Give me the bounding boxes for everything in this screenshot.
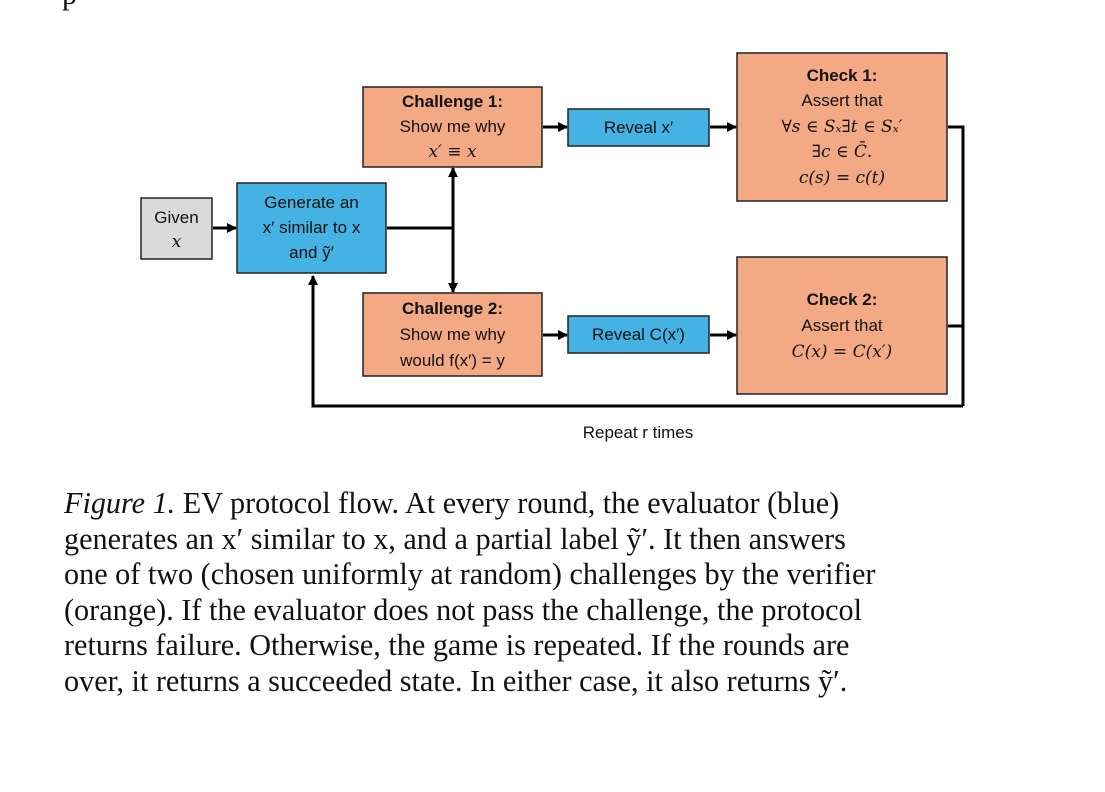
node-check-2: Check 2: Assert that C(x) = C(x′) — [736, 256, 948, 395]
caption-line-1-text: EV protocol flow. At every round, the ev… — [175, 486, 840, 520]
challenge2-line-1: Show me why — [400, 325, 506, 344]
connectors — [213, 122, 965, 408]
given-var: x — [172, 232, 182, 252]
caption-line-1: Figure 1. EV protocol flow. At every rou… — [64, 486, 1044, 522]
check2-line-2: C(x) = C(x′) — [792, 342, 893, 362]
reveal1-label: Reveal x′ — [604, 118, 673, 137]
check1-line-2: ∀s ∈ Sₓ∃t ∈ Sₓ′ — [781, 117, 902, 137]
challenge1-title: Challenge 1: — [402, 92, 503, 111]
check1-line-3: ∃c ∈ C̄. — [812, 140, 873, 162]
caption-line-3: one of two (chosen uniformly at random) … — [64, 557, 876, 592]
check1-line-1: Assert that — [801, 91, 883, 110]
caption-figure-label: Figure 1. — [64, 486, 176, 520]
node-reveal-2: Reveal C(x′) — [567, 315, 710, 354]
generate-line-3: and ỹ′ — [289, 243, 334, 262]
reveal2-label: Reveal C(x′) — [592, 325, 685, 344]
loop-label: Repeat r times — [583, 423, 694, 442]
node-reveal-1: Reveal x′ — [567, 108, 710, 147]
challenge2-line-2: would f(x′) = y — [399, 351, 505, 370]
line-check1-out — [948, 125, 965, 406]
challenge1-line-1: Show me why — [400, 117, 506, 136]
caption-line-6: over, it returns a succeeded state. In e… — [64, 663, 848, 698]
caption-line-2: generates an x′ similar to x, and a part… — [64, 521, 846, 556]
cut-off-text-fragment: p — [62, 0, 77, 12]
given-label: Given — [154, 208, 198, 227]
caption-line-4: (orange). If the evaluator does not pass… — [64, 592, 862, 627]
node-generate: Generate an x′ similar to x and ỹ′ — [236, 182, 387, 274]
generate-line-2: x′ similar to x — [263, 218, 361, 237]
challenge2-title: Challenge 2: — [402, 299, 503, 318]
node-given: Given x — [140, 197, 213, 260]
caption-line-5: returns failure. Otherwise, the game is … — [64, 628, 850, 663]
check2-title: Check 2: — [807, 290, 878, 309]
loop-back-arrow — [308, 275, 963, 408]
check1-title: Check 1: — [807, 66, 878, 85]
check2-line-1: Assert that — [801, 316, 883, 335]
generate-line-1: Generate an — [264, 193, 359, 212]
check1-line-4: c(s) = c(t) — [799, 168, 885, 188]
node-check-1: Check 1: Assert that ∀s ∈ Sₓ∃t ∈ Sₓ′ ∃c … — [736, 52, 948, 202]
node-challenge-1: Challenge 1: Show me why x′ ≡ x — [362, 86, 543, 168]
figure-caption: Figure 1. EV protocol flow. At every rou… — [64, 486, 1044, 700]
challenge1-line-2: x′ ≡ x — [428, 142, 476, 162]
node-challenge-2: Challenge 2: Show me why would f(x′) = y — [362, 292, 543, 377]
